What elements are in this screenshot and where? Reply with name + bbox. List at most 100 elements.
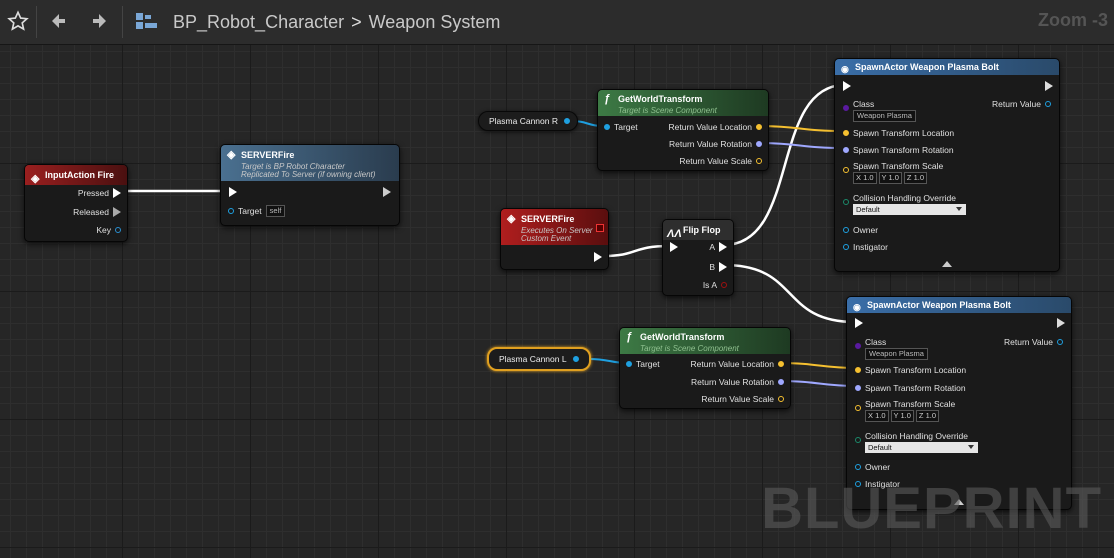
scale-y-field[interactable]: Y 1.0 — [890, 410, 914, 422]
exec-out-pin[interactable] — [383, 187, 391, 197]
node-subtitle: Target is Scene Component — [618, 106, 717, 115]
node-subtitle: Replicated To Server (if owning client) — [241, 170, 376, 179]
get-world-transform-node-bottom[interactable]: ƒ GetWorldTransform Target is Scene Comp… — [619, 327, 791, 409]
target-pin[interactable] — [604, 124, 610, 130]
plasma-cannon-l-variable[interactable]: Plasma Cannon L — [487, 347, 591, 371]
pin-label: Collision Handling Override — [853, 193, 956, 203]
rotator-in-pin[interactable] — [843, 147, 849, 153]
delegate-pin-icon[interactable] — [596, 224, 604, 232]
pin-label: Return Value Scale — [701, 394, 774, 404]
target-self-field[interactable]: self — [265, 205, 286, 217]
rotator-out-pin[interactable] — [778, 379, 784, 385]
scale-z-field[interactable]: Z 1.0 — [915, 410, 939, 422]
pin-label: Key — [96, 225, 111, 235]
object-out-pin[interactable] — [572, 356, 579, 362]
scale-y-field[interactable]: Y 1.0 — [878, 172, 902, 184]
back-arrow-icon[interactable] — [44, 6, 72, 36]
vector-in-pin[interactable] — [843, 167, 849, 173]
bool-out-pin[interactable] — [721, 282, 727, 288]
instigator-pin[interactable] — [843, 244, 849, 250]
key-pin[interactable] — [115, 227, 121, 233]
spawn-actor-icon: ◉ — [853, 302, 861, 312]
exec-in-pin[interactable] — [229, 187, 237, 197]
class-pin[interactable] — [843, 105, 849, 111]
exec-out-pin[interactable] — [719, 262, 727, 272]
blueprint-watermark: BLUEPRINT — [761, 476, 1102, 541]
pin-label: Spawn Transform Scale — [853, 161, 944, 171]
scale-z-field[interactable]: Z 1.0 — [903, 172, 927, 184]
input-action-fire-node[interactable]: ◈ InputAction Fire Pressed Released Key — [24, 164, 128, 242]
collapse-arrow-icon[interactable] — [942, 261, 952, 267]
node-subtitle: Executes On Server — [521, 226, 593, 235]
exec-out-pin[interactable] — [594, 252, 602, 262]
target-pin[interactable] — [228, 208, 234, 214]
scale-x-field[interactable]: X 1.0 — [853, 172, 877, 184]
owner-pin[interactable] — [855, 464, 861, 470]
class-select[interactable]: Weapon Plasma — [865, 348, 928, 360]
favorite-star-icon[interactable] — [4, 6, 32, 36]
vector-out-pin[interactable] — [778, 396, 784, 402]
pin-label: Return Value — [1004, 337, 1053, 347]
plasma-cannon-r-variable[interactable]: Plasma Cannon R — [478, 111, 578, 131]
enum-pin[interactable] — [843, 199, 849, 205]
node-title: GetWorldTransform — [640, 332, 725, 342]
exec-in-pin[interactable] — [843, 81, 851, 91]
collapse-arrow-icon[interactable] — [954, 499, 964, 505]
vector-out-pin[interactable] — [756, 124, 762, 130]
breadcrumb-current: Weapon System — [368, 11, 501, 32]
exec-out-pin[interactable] — [113, 207, 121, 217]
server-fire-call-node[interactable]: ◈ SERVERFire Target is BP Robot Characte… — [220, 144, 400, 226]
class-pin[interactable] — [855, 343, 861, 349]
rotator-out-pin[interactable] — [756, 141, 762, 147]
pin-label: Class — [865, 337, 887, 347]
pin-label: Return Value Location — [668, 122, 752, 132]
owner-pin[interactable] — [843, 227, 849, 233]
get-world-transform-node-top[interactable]: ƒ GetWorldTransform Target is Scene Comp… — [597, 89, 769, 171]
pin-label: Target — [238, 206, 262, 216]
forward-arrow-icon[interactable] — [86, 6, 114, 36]
node-title: SERVERFire — [521, 214, 575, 224]
breadcrumb-separator-icon: > — [351, 11, 362, 32]
exec-out-pin[interactable] — [1045, 81, 1053, 91]
enum-pin[interactable] — [855, 437, 861, 443]
vector-in-pin[interactable] — [843, 130, 849, 136]
node-title: SpawnActor Weapon Plasma Bolt — [867, 300, 1011, 310]
node-title: GetWorldTransform — [618, 94, 703, 104]
variable-label: Plasma Cannon L — [499, 354, 567, 364]
exec-out-pin[interactable] — [1057, 318, 1065, 328]
vector-out-pin[interactable] — [756, 158, 762, 164]
toolbar: BP_Robot_Character > Weapon System Zoom … — [0, 0, 1114, 45]
pin-label: Pressed — [77, 188, 109, 198]
object-out-pin[interactable] — [563, 118, 570, 124]
server-fire-event-node[interactable]: ◈ SERVERFire Executes On Server Custom E… — [500, 208, 609, 270]
pin-label: Instigator — [865, 479, 900, 489]
rotator-in-pin[interactable] — [855, 385, 861, 391]
scale-x-field[interactable]: X 1.0 — [865, 410, 889, 422]
pin-label: Owner — [853, 225, 879, 235]
collision-dropdown[interactable]: Default — [853, 204, 966, 215]
flip-flop-node[interactable]: ɅɅ Flip Flop A B Is A — [662, 219, 734, 296]
breadcrumb-root[interactable]: BP_Robot_Character — [173, 11, 345, 32]
pin-label: Collision Handling Override — [865, 431, 968, 441]
target-pin[interactable] — [626, 361, 632, 367]
exec-in-pin[interactable] — [855, 318, 863, 328]
zoom-level: Zoom -3 — [1038, 10, 1108, 30]
vector-in-pin[interactable] — [855, 367, 861, 373]
exec-out-pin[interactable] — [719, 242, 727, 252]
collision-dropdown[interactable]: Default — [865, 442, 978, 453]
exec-in-pin[interactable] — [670, 242, 678, 252]
pin-label: Owner — [865, 462, 891, 472]
object-out-pin[interactable] — [1045, 101, 1051, 107]
node-title: InputAction Fire — [45, 170, 114, 180]
vector-out-pin[interactable] — [778, 361, 784, 367]
object-out-pin[interactable] — [1057, 339, 1063, 345]
pin-label: Spawn Transform Rotation — [865, 383, 966, 393]
instigator-pin[interactable] — [855, 481, 861, 487]
function-f-icon: ƒ — [604, 93, 611, 105]
class-select[interactable]: Weapon Plasma — [853, 110, 916, 122]
pin-label: Return Value — [992, 99, 1041, 109]
exec-out-pin[interactable] — [113, 188, 121, 198]
vector-in-pin[interactable] — [855, 405, 861, 411]
